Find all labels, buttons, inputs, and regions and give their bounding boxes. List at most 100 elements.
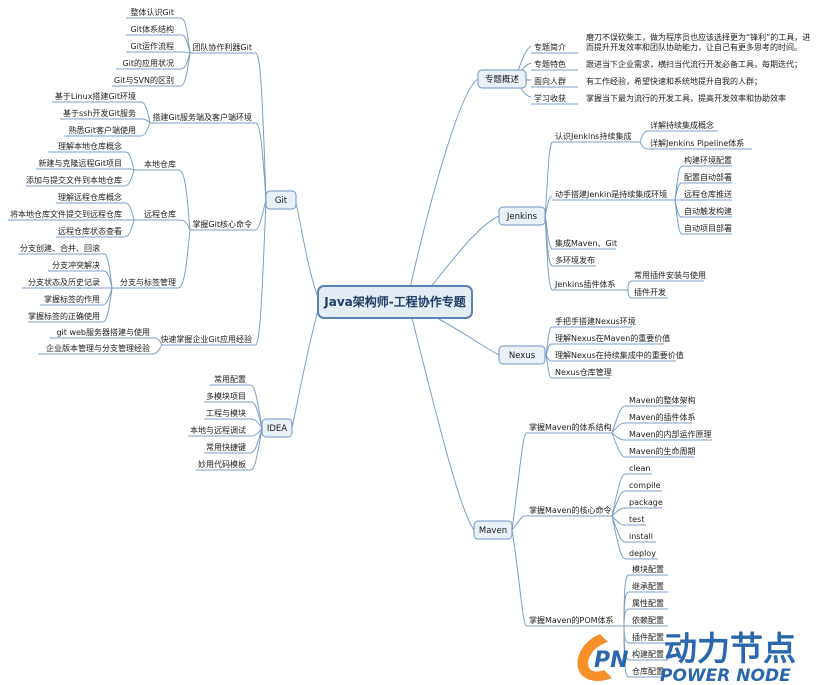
git-server-label[interactable]: 搭建Git服务端及客户端环境 xyxy=(152,112,252,122)
nexus-item[interactable]: 理解Nexus在Maven的重要价值 xyxy=(555,333,670,343)
logo-english-text: POWER NODE xyxy=(660,666,791,685)
maven-pom-item[interactable]: 属性配置 xyxy=(632,598,664,608)
maven-pom-item[interactable]: 继承配置 xyxy=(632,581,664,591)
idea-item[interactable]: 本地与远程调试 xyxy=(190,425,246,435)
git-local-item[interactable]: 新建与克隆远程Git项目 xyxy=(38,158,122,168)
git-core-label[interactable]: 掌握Git核心命令 xyxy=(192,219,252,229)
idea-item[interactable]: 妙用代码模板 xyxy=(198,459,246,469)
branch-label-idea: IDEA xyxy=(267,424,287,434)
maven-cmd-item[interactable]: test xyxy=(629,515,644,524)
git-topics: 团队协作利器Git 整体认识Git Git体系结构 Git运作流程 Git的应用… xyxy=(10,7,252,353)
nexus-topics: 手把手搭建Nexus环境 理解Nexus在Maven的重要价值 理解Nexus在… xyxy=(555,316,684,377)
nexus-item[interactable]: 手把手搭建Nexus环境 xyxy=(555,316,636,326)
maven-pom-item[interactable]: 模块配置 xyxy=(632,564,664,574)
branch-node-maven[interactable]: Maven xyxy=(473,520,513,540)
maven-pom-item[interactable]: 插件配置 xyxy=(632,632,664,642)
maven-arch-item[interactable]: Maven的生命周期 xyxy=(629,446,696,456)
git-local-label[interactable]: 本地仓库 xyxy=(144,159,176,169)
git-remote-item[interactable]: 远程仓库状态查看 xyxy=(58,226,122,236)
overview-audience-text: 有工作经验，希望快速和系统地提升自我的人群； xyxy=(586,76,762,86)
maven-cmd-item[interactable]: deploy xyxy=(629,549,656,558)
git-server-item[interactable]: 基于Linux搭建Git环境 xyxy=(55,91,136,101)
maven-arch-item[interactable]: Maven的内部运作原理 xyxy=(629,429,712,439)
overview-intro-label[interactable]: 专题简介 xyxy=(534,42,566,52)
git-team-item[interactable]: Git体系结构 xyxy=(130,24,174,34)
overview-audience-label[interactable]: 面向人群 xyxy=(534,76,566,86)
maven-pom-label[interactable]: 掌握Maven的POM体系 xyxy=(529,615,614,625)
jenkins-integrate-label[interactable]: 集成Maven、Git xyxy=(555,238,617,248)
git-branch-item[interactable]: 分支冲突解决 xyxy=(52,260,100,270)
branch-label-overview: 专题概述 xyxy=(485,74,520,85)
git-server-item[interactable]: 熟悉Git客户端使用 xyxy=(68,125,136,135)
maven-pom-item[interactable]: 构建配置 xyxy=(632,649,664,659)
maven-pom-item[interactable]: 仓库配置 xyxy=(632,666,664,676)
git-branch-item[interactable]: 掌握标签的正确使用 xyxy=(28,311,100,321)
branch-node-overview[interactable]: 专题概述 xyxy=(477,69,527,89)
idea-item[interactable]: 常用快捷键 xyxy=(206,442,246,452)
jenkins-build-item[interactable]: 自动触发构建 xyxy=(684,206,732,216)
maven-arch-item[interactable]: Maven的插件体系 xyxy=(629,412,696,422)
branch-node-nexus[interactable]: Nexus xyxy=(498,345,546,365)
jenkins-ci-label[interactable]: 认识Jenkins持续集成 xyxy=(555,131,631,141)
logo-chinese-text: 动力节点 xyxy=(664,629,796,668)
git-remote-item[interactable]: 理解远程仓库概念 xyxy=(58,192,122,202)
git-remote-label[interactable]: 远程仓库 xyxy=(144,209,176,219)
maven-arch-label[interactable]: 掌握Maven的体系结构 xyxy=(529,422,612,432)
idea-topics: 常用配置 多模块项目 工程与模块 本地与远程调试 常用快捷键 妙用代码模板 xyxy=(190,375,246,469)
branch-node-idea[interactable]: IDEA xyxy=(261,418,293,438)
jenkins-build-item[interactable]: 构建环境配置 xyxy=(684,155,732,165)
overview-feature-text: 跟进当下企业需求，横扫当代流行开发必备工具，每期迭代； xyxy=(586,59,802,69)
jenkins-ci-item[interactable]: 详解持续集成概念 xyxy=(650,120,714,130)
jenkins-plugins-label[interactable]: Jenkins插件体系 xyxy=(554,279,615,289)
git-local-item[interactable]: 添加与提交文件到本地仓库 xyxy=(26,175,122,185)
git-branch-item[interactable]: 掌握标签的作用 xyxy=(44,294,100,304)
idea-item[interactable]: 工程与模块 xyxy=(206,408,246,418)
idea-item[interactable]: 常用配置 xyxy=(214,375,246,384)
overview-intro-text-2: 而提升开发效率和团队协助能力，让自己有更多思考的时间。 xyxy=(586,42,802,52)
branch-label-git: Git xyxy=(275,196,288,206)
maven-cmd-item[interactable]: install xyxy=(629,532,653,541)
maven-cmd-item[interactable]: clean xyxy=(629,464,651,473)
git-team-label[interactable]: 团队协作利器Git xyxy=(192,42,252,52)
git-enterprise-label[interactable]: 快速掌握企业Git应用经验 xyxy=(160,334,252,344)
overview-topics: 专题简介 磨刀不误砍柴工，做为程序员也应该选择更为“锋利”的工具，进 而提升开发… xyxy=(534,32,810,103)
git-team-item[interactable]: 整体认识Git xyxy=(130,7,174,17)
overview-feature-label[interactable]: 专题特色 xyxy=(534,59,566,69)
git-remote-item[interactable]: 将本地仓库文件提交到远程仓库 xyxy=(10,209,122,219)
maven-cmds-label[interactable]: 掌握Maven的核心命令 xyxy=(529,505,612,515)
git-enterprise-item[interactable]: git web服务器搭建与使用 xyxy=(56,327,150,337)
jenkins-multienv-label[interactable]: 多环境发布 xyxy=(555,255,595,265)
maven-arch-item[interactable]: Maven的整体架构 xyxy=(629,395,696,405)
jenkins-build-item[interactable]: 远程仓库推送 xyxy=(684,189,732,199)
maven-topics: 掌握Maven的体系结构 Maven的整体架构 Maven的插件体系 Maven… xyxy=(529,395,712,676)
git-team-item[interactable]: Git与SVN的区别 xyxy=(114,75,174,85)
jenkins-build-item[interactable]: 自动项目部署 xyxy=(684,223,732,233)
git-team-item[interactable]: Git的应用状况 xyxy=(122,58,174,68)
jenkins-build-label[interactable]: 动手搭建Jenkin是持续集成环境 xyxy=(555,189,667,199)
branch-node-jenkins[interactable]: Jenkins xyxy=(498,206,546,226)
nexus-item[interactable]: 理解Nexus在持续集成中的重要价值 xyxy=(555,350,684,360)
nexus-item[interactable]: Nexus仓库管理 xyxy=(555,367,612,377)
git-local-item[interactable]: 理解本地仓库概念 xyxy=(58,141,122,151)
git-branch-item[interactable]: 分支状态及历史记录 xyxy=(28,277,100,287)
overview-gain-label[interactable]: 学习收获 xyxy=(534,93,566,103)
maven-cmd-item[interactable]: compile xyxy=(629,481,661,490)
connectors xyxy=(8,17,752,678)
git-branch-label[interactable]: 分支与标签管理 xyxy=(120,277,176,287)
jenkins-plugins-item[interactable]: 常用插件安装与使用 xyxy=(634,270,706,280)
root-node[interactable]: Java架构师-工程协作专题 xyxy=(317,285,473,319)
idea-item[interactable]: 多模块项目 xyxy=(206,391,246,401)
git-branch-item[interactable]: 分支创建、合并、回滚 xyxy=(20,243,100,253)
jenkins-ci-item[interactable]: 详解Jenkins Pipeline体系 xyxy=(650,138,744,148)
git-server-item[interactable]: 基于ssh开发Git服务 xyxy=(63,108,136,118)
jenkins-plugins-item[interactable]: 插件开发 xyxy=(634,287,666,297)
branch-node-git[interactable]: Git xyxy=(265,190,297,210)
git-team-item[interactable]: Git运作流程 xyxy=(130,41,174,51)
jenkins-topics: 认识Jenkins持续集成 详解持续集成概念 详解Jenkins Pipelin… xyxy=(554,120,744,297)
overview-gain-text: 掌握当下最为流行的开发工具，提高开发效率和协助效率 xyxy=(586,93,786,103)
jenkins-build-item[interactable]: 配置自动部署 xyxy=(684,172,732,182)
git-enterprise-item[interactable]: 企业版本管理与分支管理经验 xyxy=(46,343,150,353)
power-node-logo: PN 动力节点 POWER NODE xyxy=(577,629,796,685)
maven-pom-item[interactable]: 依赖配置 xyxy=(632,615,664,625)
maven-cmd-item[interactable]: package xyxy=(629,498,663,507)
